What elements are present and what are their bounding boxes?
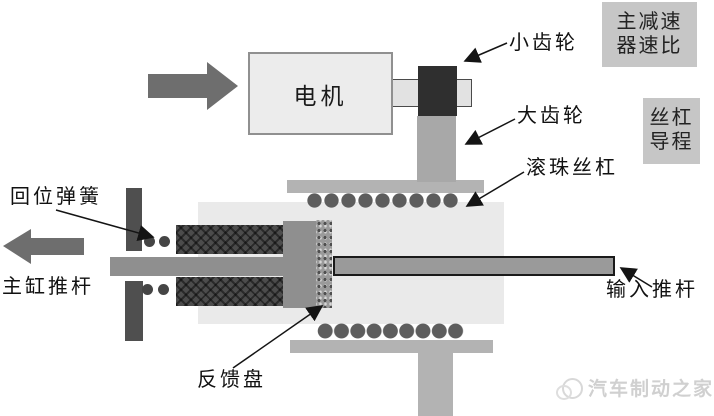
spring-block-bottom	[176, 277, 285, 306]
piston-body	[283, 221, 317, 308]
master-cylinder-rod-label: 主缸推杆	[2, 276, 94, 298]
return-spring-label: 回位弹簧	[10, 186, 102, 208]
watermark: 汽车制动之家	[556, 374, 714, 401]
reducer-ratio-box: 主减速 器速比	[602, 2, 697, 67]
screw-lead-line1: 丝杠	[649, 107, 694, 130]
pointer-return-spring	[55, 209, 155, 241]
pointer-ball-screw	[465, 171, 525, 207]
pointer-feedback-disc	[232, 305, 324, 369]
ball-row-top	[306, 192, 459, 209]
watermark-text: 汽车制动之家	[588, 379, 714, 400]
flow-arrow-right-icon	[148, 62, 238, 110]
pointer-input-rod	[619, 267, 653, 288]
reducer-ratio-line2: 器速比	[616, 34, 683, 57]
ball-row-bottom	[317, 322, 464, 340]
small-gear-shape	[418, 66, 457, 116]
large-gear-shape	[417, 116, 456, 182]
spring-coil-dot	[158, 284, 169, 295]
input-rod-label: 输入推杆	[606, 279, 698, 301]
spring-coil-dot	[144, 236, 155, 247]
input-rod-shape	[333, 256, 615, 276]
spring-block-top	[176, 225, 285, 254]
screw-flange-top	[287, 180, 484, 193]
feedback-disc-label: 反馈盘	[197, 369, 266, 391]
motor-label: 电机	[293, 82, 348, 109]
master-cylinder-rod-shape	[110, 257, 285, 276]
feedback-disc-shape	[316, 220, 332, 308]
pointer-large-gear	[464, 118, 516, 145]
small-gear-label: 小齿轮	[509, 32, 578, 54]
spring-coil-dot	[159, 236, 170, 247]
reducer-ratio-line1: 主减速	[616, 10, 683, 33]
screw-flange-bottom	[290, 340, 493, 353]
screw-lead-line2: 导程	[649, 131, 694, 153]
ball-screw-label: 滚珠丝杠	[526, 157, 618, 179]
spring-coil-dot	[142, 284, 153, 295]
bottom-support-column	[418, 353, 453, 416]
flow-arrow-left-icon	[3, 229, 84, 264]
watermark-logo-icon	[556, 377, 583, 400]
large-gear-label: 大齿轮	[517, 105, 586, 127]
motor-box: 电机	[248, 52, 393, 135]
screw-lead-box: 丝杠 导程	[643, 98, 700, 164]
pointer-small-gear	[463, 42, 508, 63]
reaction-plate-bottom	[125, 281, 143, 341]
